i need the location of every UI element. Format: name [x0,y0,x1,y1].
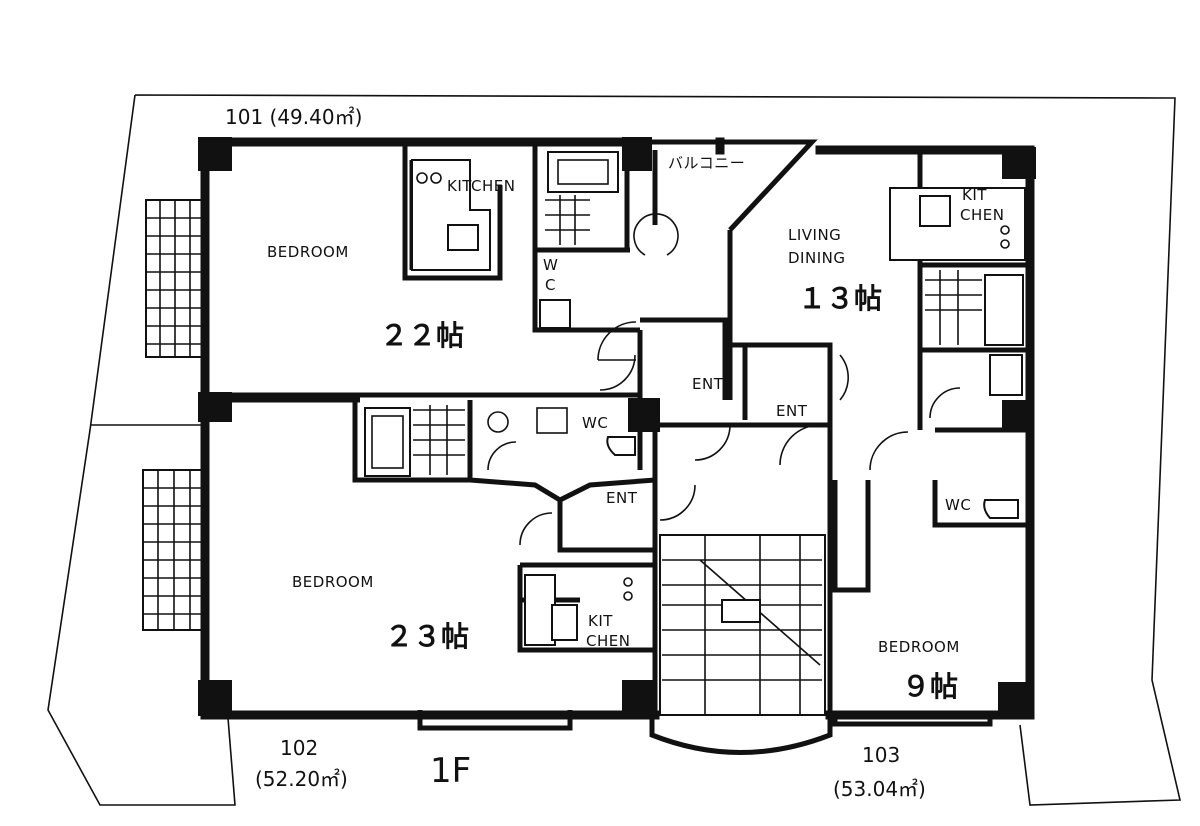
ent-103-label: ENT [776,402,808,420]
door-swings [487,213,961,546]
window-103 [832,712,993,727]
wc-101-label-w: W [543,256,558,274]
living-103-size: １３帖 [798,282,882,315]
wc-102-label: WC [582,414,608,432]
bay-window [649,712,833,755]
kitchen-103-label-2: CHEN [960,206,1004,224]
living-103-label-2: DINING [788,249,845,267]
kitchen-102-label-2: CHEN [586,632,630,650]
wc-103-label: WC [945,496,971,514]
structural-columns [198,137,1036,718]
ent-101-label: ENT [692,375,724,393]
bedroom-102-size: ２３帖 [385,620,469,653]
toilet-103 [983,499,1019,519]
bedroom-103-size: ９帖 [902,670,958,703]
bathtub-102 [364,405,465,477]
basin-102 [487,407,568,434]
bathtub-103 [925,270,1024,396]
unit-103-number: 103 [862,743,900,767]
bedroom-101-size: ２２帖 [380,319,464,352]
unit-103-area: (53.04㎡) [833,777,926,801]
toilet-102 [606,436,636,456]
stair-core [659,534,826,716]
kitchen-counter-103 [889,187,1026,261]
kitchen-103-label-1: KIT [962,186,987,204]
planter-grid-upper [145,199,205,358]
bedroom-101-label: BEDROOM [267,243,349,261]
planter-grid-lower [142,469,206,631]
unit-102-area: (52.20㎡) [255,767,348,791]
toilet-101 [539,299,571,329]
floor-label: 1F [430,751,471,791]
kitchen-counter-101 [411,159,491,271]
unit-101-label: 101 (49.40㎡) [225,105,362,129]
kitchen-counter-102 [524,574,633,646]
ent-102-label: ENT [606,489,638,507]
exterior-wall [198,137,1035,720]
living-103-label-1: LIVING [788,226,841,244]
balcony-label: バルコニー [668,154,745,172]
window-bottom [417,710,573,731]
site-boundary [47,94,1182,806]
balcony-rail [645,139,818,400]
wc-101-label-c: C [545,276,556,294]
bedroom-102-label: BEDROOM [292,573,374,591]
bedroom-103-label: BEDROOM [878,638,960,656]
kitchen-102-label-1: KIT [588,612,613,630]
unit-102-number: 102 [280,736,318,760]
interior-walls [205,142,1030,715]
kitchen-101-label: KITCHEN [447,177,516,195]
bathtub-101 [545,151,619,245]
